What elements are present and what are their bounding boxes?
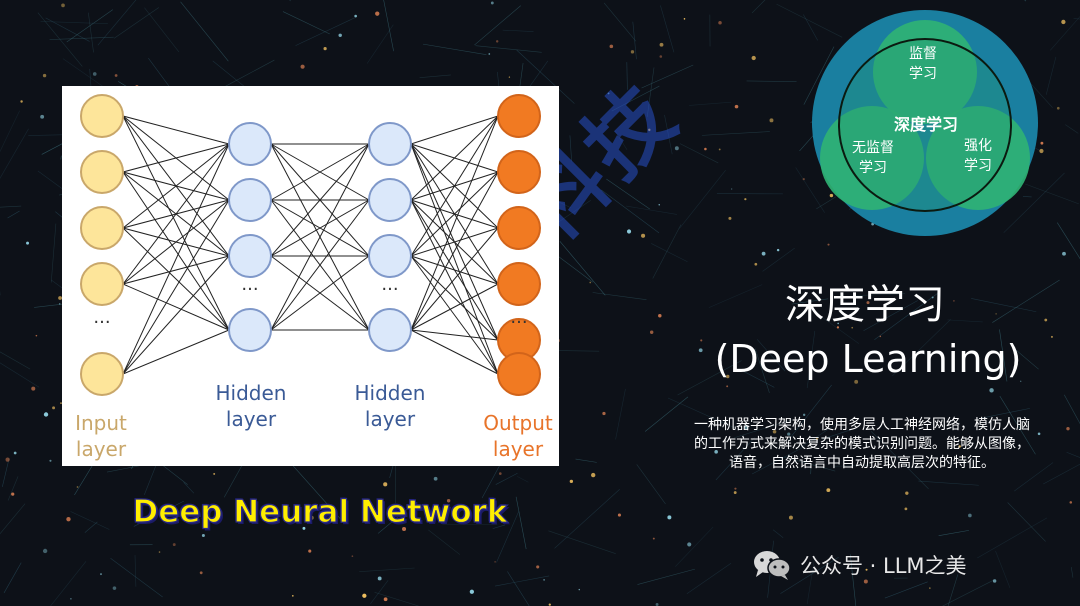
output-node [497, 352, 541, 396]
connection-line [122, 143, 230, 229]
connection-line [122, 255, 230, 285]
output-node [497, 262, 541, 306]
connection-line [410, 227, 499, 257]
venn-label-reinforcement: 强化 学习 [964, 138, 992, 174]
connection-line [122, 283, 230, 331]
venn-unsupervised-circle [820, 106, 924, 210]
venn-supervised-circle [873, 20, 977, 124]
hidden-node [368, 308, 412, 352]
hidden-node [228, 122, 272, 166]
input-node [80, 262, 124, 306]
venn-label-deep-learning: 深度学习 [893, 115, 958, 134]
connection-line [270, 143, 370, 331]
hidden-node [368, 234, 412, 278]
hidden-layer-2-label: Hidden layer [345, 380, 435, 432]
layer-ellipsis: ... [241, 274, 258, 295]
hidden-layer-1-label: Hidden layer [206, 380, 296, 432]
connection-line [270, 143, 370, 201]
heading-english: (Deep Learning) [714, 337, 1022, 381]
connection-line [122, 115, 230, 145]
layer-ellipsis: ... [93, 307, 110, 328]
wechat-icon [754, 551, 791, 580]
output-node [497, 206, 541, 250]
connection-line [410, 255, 499, 341]
connection-line [410, 255, 499, 285]
connection-line [410, 115, 499, 201]
connection-line [410, 329, 499, 375]
footer-attribution: 公众号 · LLM之美 [752, 548, 967, 582]
connection-line [122, 329, 230, 375]
input-node [80, 150, 124, 194]
connection-line [122, 143, 230, 173]
input-node [80, 94, 124, 138]
hidden-node [368, 178, 412, 222]
neural-network-diagram: ............ Input layer Hidden layer Hi… [62, 86, 559, 466]
layer-ellipsis: ... [510, 307, 527, 328]
venn-label-supervised: 监督 学习 [909, 46, 937, 82]
diagram-caption: Deep Neural Network [132, 493, 508, 530]
venn-deep-learning-circle [838, 38, 1012, 212]
connection-line [410, 283, 499, 331]
layer-ellipsis: ... [381, 274, 398, 295]
heading-chinese: 深度学习 [785, 282, 945, 328]
connection-line [270, 199, 370, 257]
hidden-node [228, 178, 272, 222]
connection-line [410, 115, 499, 145]
connection-line [122, 171, 230, 331]
connection-line [270, 199, 370, 331]
connection-line [122, 255, 230, 375]
input-layer-label: Input layer [66, 410, 136, 462]
connection-line [410, 171, 499, 257]
input-node [80, 206, 124, 250]
output-layer-label: Output layer [477, 410, 559, 462]
venn-label-unsupervised: 无监督 学习 [852, 140, 894, 176]
connection-line [410, 199, 499, 375]
connection-line [410, 115, 499, 331]
description-text: 一种机器学习架构，使用多层人工神经网络，模仿人脑的工作方式来解决复杂的模式识别问… [694, 417, 1030, 471]
footer-text: 公众号 · LLM之美 [800, 554, 967, 578]
hidden-node [368, 122, 412, 166]
venn-diagram [812, 10, 1038, 236]
output-node [497, 94, 541, 138]
connection-line [410, 143, 499, 375]
output-node [497, 150, 541, 194]
connection-line [270, 143, 370, 257]
connection-line [122, 227, 230, 331]
neural-network-svg: ............ [80, 94, 541, 396]
connection-line [122, 143, 230, 285]
connection-line [122, 115, 230, 331]
input-node [80, 352, 124, 396]
input-layer-label-text: Input layer [75, 411, 127, 461]
connection-line [410, 227, 499, 331]
connection-line [410, 115, 499, 257]
hidden-layer-2-label-text: Hidden layer [354, 381, 426, 431]
connection-line [410, 255, 499, 375]
connection-line [270, 255, 370, 331]
connection-line [122, 199, 230, 375]
connection-line [122, 199, 230, 285]
output-layer-label-text: Output layer [483, 411, 553, 461]
hidden-node [228, 234, 272, 278]
venn-reinforcement-circle [926, 106, 1030, 210]
connection-line [122, 143, 230, 375]
hidden-node [228, 308, 272, 352]
connections [122, 115, 499, 375]
connection-line [410, 171, 499, 331]
connection-line [410, 329, 499, 341]
hidden-layer-1-label-text: Hidden layer [215, 381, 287, 431]
